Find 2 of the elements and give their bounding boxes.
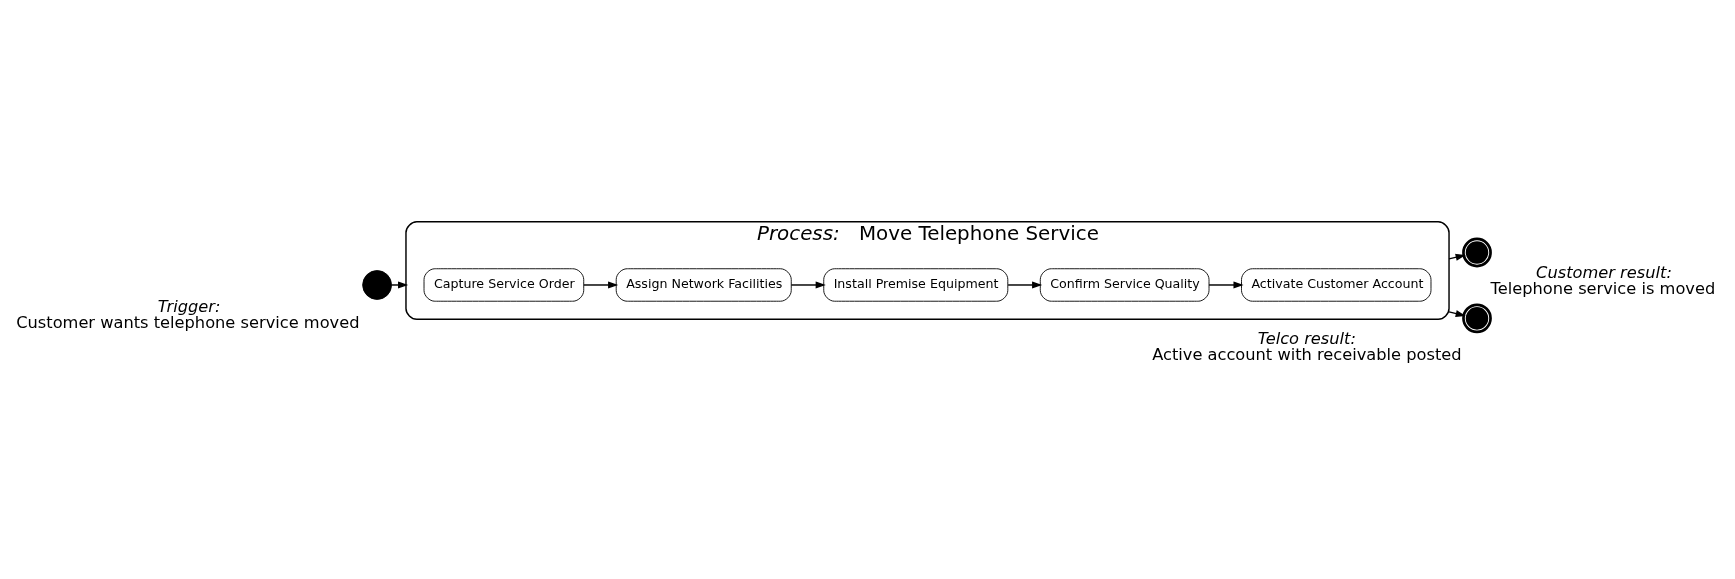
- node-label: Active account with receivable posted: [1152, 345, 1462, 365]
- node-label: Telco result:: [1257, 329, 1356, 348]
